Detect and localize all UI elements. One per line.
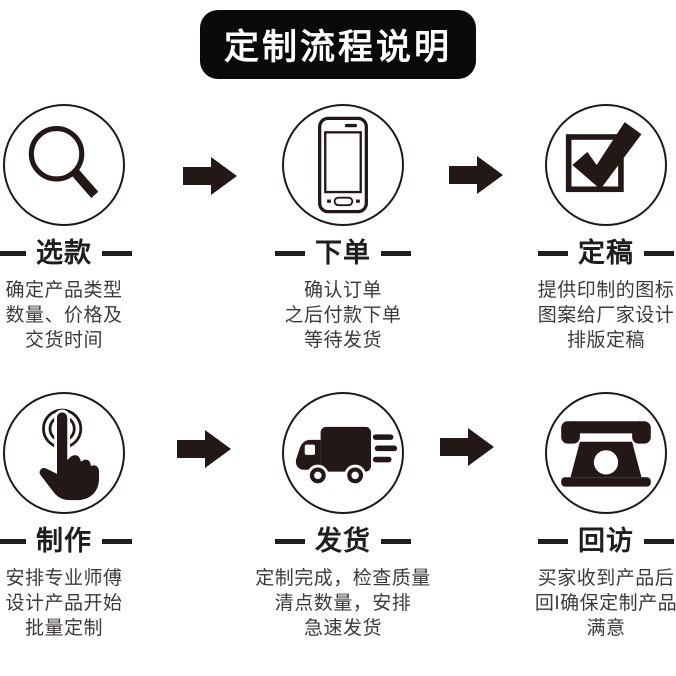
step-icon-circle xyxy=(282,104,404,226)
step-description: 确定产品类型 数量、价格及 交货时间 xyxy=(5,280,123,351)
step-icon-circle xyxy=(545,104,667,226)
arrow-right-icon xyxy=(449,156,503,194)
step-follow-up: 回访 买家收到产品后 回I确保定制产品 满意 xyxy=(506,392,676,641)
truck-icon xyxy=(295,426,398,487)
step-select-style: 选款 确定产品类型 数量、价格及 交货时间 xyxy=(0,104,164,353)
label-dash-left xyxy=(275,539,305,544)
step-label: 发货 xyxy=(315,526,371,556)
step-label: 定稿 xyxy=(578,238,634,268)
step-label-row: 选款 xyxy=(0,240,164,267)
phone-icon xyxy=(318,116,368,214)
step-description: 确认订单 之后付款下单 等待发货 xyxy=(284,280,402,351)
step-icon-circle xyxy=(3,392,125,514)
step-label: 下单 xyxy=(315,238,371,268)
step-label: 回访 xyxy=(578,526,634,556)
label-dash-right xyxy=(102,539,132,544)
step-icon-circle xyxy=(282,392,404,514)
arrow-right-icon xyxy=(183,157,237,195)
label-dash-left xyxy=(275,251,305,256)
label-dash-right xyxy=(644,539,674,544)
step-label-row: 发货 xyxy=(243,528,443,555)
title-banner: 定制流程说明 xyxy=(199,10,477,79)
step-description: 安排专业师傅 设计产品开始 批量定制 xyxy=(5,568,123,639)
step-icon-circle xyxy=(3,104,125,226)
step-label-row: 制作 xyxy=(0,528,164,555)
step-label-row: 回访 xyxy=(506,528,676,555)
magnifier-icon xyxy=(28,126,99,198)
step-label-row: 定稿 xyxy=(506,240,676,267)
step-finalize-draft: 定稿 提供印制的图标 图案给厂家设计 排版定稿 xyxy=(506,104,676,353)
step-label: 选款 xyxy=(36,238,92,268)
label-dash-left xyxy=(538,539,568,544)
step-description: 定制完成，检查质量 清点数量，安排 急速发货 xyxy=(255,568,431,639)
checkbox-icon xyxy=(565,122,642,193)
label-dash-right xyxy=(381,539,411,544)
label-dash-left xyxy=(0,251,26,256)
label-dash-right xyxy=(102,251,132,256)
arrow-right-icon xyxy=(177,430,231,468)
step-label: 制作 xyxy=(36,526,92,556)
label-dash-left xyxy=(538,251,568,256)
label-dash-right xyxy=(381,251,411,256)
label-dash-right xyxy=(644,251,674,256)
step-icon-circle xyxy=(545,392,667,514)
step-description: 提供印制的图标 图案给厂家设计 排版定稿 xyxy=(537,280,675,351)
step-label-row: 下单 xyxy=(243,240,443,267)
step-description: 买家收到产品后 回I确保定制产品 满意 xyxy=(534,568,676,639)
hand-tap-icon xyxy=(36,408,102,503)
step-place-order: 下单 确认订单 之后付款下单 等待发货 xyxy=(243,104,443,353)
step-production: 制作 安排专业师傅 设计产品开始 批量定制 xyxy=(0,392,164,641)
page-title: 定制流程说明 xyxy=(223,28,453,67)
arrow-right-icon xyxy=(440,428,494,466)
label-dash-left xyxy=(0,539,26,544)
telephone-icon xyxy=(561,421,651,487)
step-shipping: 发货 定制完成，检查质量 清点数量，安排 急速发货 xyxy=(243,392,443,641)
